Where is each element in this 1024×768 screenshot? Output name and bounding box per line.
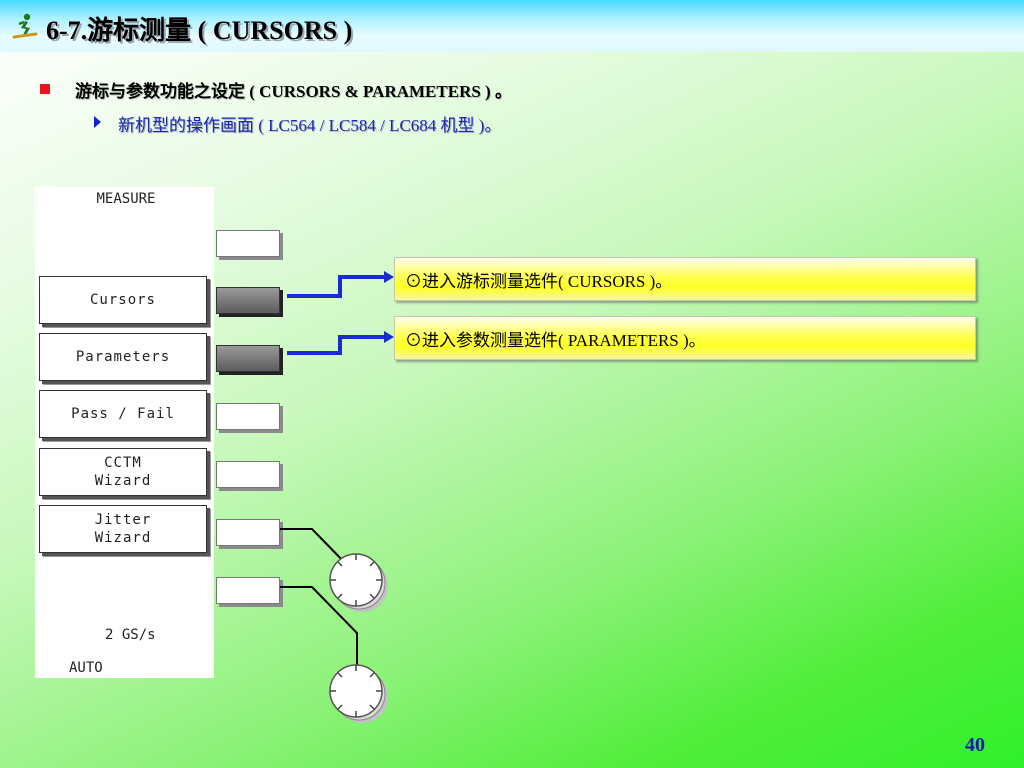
menu-button-parameters[interactable]: Parameters	[39, 333, 207, 381]
menu-button-pass-fail[interactable]: Pass / Fail	[39, 390, 207, 438]
main-bullet-text: 游标与参数功能之设定 ( CURSORS & PARAMETERS ) 。	[75, 82, 512, 101]
trigger-mode-readout: AUTO	[69, 660, 103, 676]
callout-parameters-text: ⊙进入参数测量选件( PARAMETERS )。	[405, 331, 706, 350]
menu-button-cursors[interactable]: Cursors	[39, 276, 207, 324]
callout-parameters: ⊙进入参数测量选件( PARAMETERS )。	[394, 316, 976, 360]
scope-menu-header: MEASURE	[96, 191, 156, 207]
softkey-4[interactable]	[216, 403, 280, 430]
softkey-1[interactable]	[216, 230, 280, 257]
bullet-square-icon	[40, 84, 50, 94]
sub-bullet-arrow-icon	[94, 116, 101, 128]
sub-bullet-text: 新机型的操作画面 ( LC564 / LC584 / LC684 机型 )。	[118, 116, 502, 135]
menu-button-jitter-wizard[interactable]: Jitter Wizard	[39, 505, 207, 553]
snowboarder-icon	[12, 13, 38, 39]
softkey-2-cursors[interactable]	[216, 287, 280, 314]
scope-screen-panel: MEASURE Cursors Parameters Pass / Fail C…	[35, 187, 214, 678]
knob-connector-lines	[280, 528, 358, 668]
title-bar: 6-7.游标测量 ( CURSORS )	[0, 0, 1024, 52]
callout-cursors: ⊙进入游标测量选件( CURSORS )。	[394, 257, 976, 301]
softkey-5[interactable]	[216, 461, 280, 488]
adjust-knob-icon[interactable]	[329, 553, 388, 612]
connector-arrow-cursors	[287, 271, 394, 298]
softkey-6[interactable]	[216, 519, 280, 546]
sample-rate-readout: 2 GS/s	[105, 627, 156, 643]
softkey-7[interactable]	[216, 577, 280, 604]
page-number: 40	[965, 734, 985, 756]
menu-button-cctm-wizard[interactable]: CCTM Wizard	[39, 448, 207, 496]
callout-cursors-text: ⊙进入游标测量选件( CURSORS )。	[405, 272, 673, 291]
adjust-knob-icon[interactable]	[329, 664, 388, 723]
connector-arrow-parameters	[287, 331, 394, 355]
page-title: 6-7.游标测量 ( CURSORS )	[46, 16, 353, 45]
softkey-3-parameters[interactable]	[216, 345, 280, 372]
